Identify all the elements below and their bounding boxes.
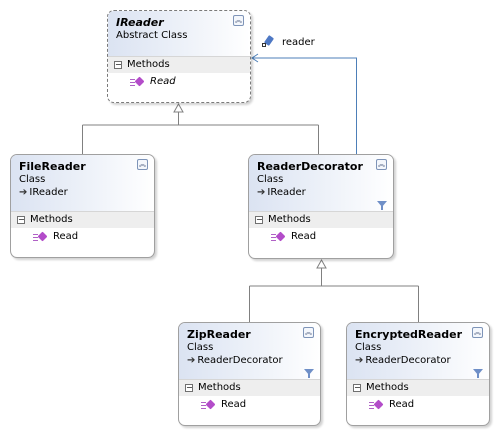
method-icon: [271, 232, 285, 242]
class-base-type: ➔IReader: [19, 187, 148, 199]
association-connector-reader[interactable]: [252, 57, 357, 154]
property-icon: [262, 36, 276, 48]
double-chevron-up-icon[interactable]: ︽: [376, 159, 387, 170]
class-shape-filereader[interactable]: FileReader Class ➔IReader ︽ − Methods Re…: [10, 154, 155, 258]
class-name: IReader: [116, 16, 164, 29]
class-shape-ireader[interactable]: IReader Abstract Class ︽ − Methods Read: [107, 10, 251, 103]
method-icon: [130, 77, 144, 87]
class-kind: Class: [355, 342, 382, 353]
minus-toggle-icon[interactable]: −: [185, 383, 193, 392]
section-title: Methods: [366, 382, 409, 393]
section-title: Methods: [198, 382, 241, 393]
class-kind: Abstract Class: [116, 30, 188, 41]
class-base-type: ➔ReaderDecorator: [187, 355, 314, 367]
class-header: ZipReader Class ➔ReaderDecorator ︽: [179, 323, 320, 379]
method-name: Read: [150, 76, 176, 87]
method-name: Read: [53, 231, 79, 242]
base-type-name: ReaderDecorator: [197, 355, 283, 366]
class-name: FileReader: [19, 160, 86, 173]
section-title: Methods: [127, 59, 170, 70]
inheritance-arrowhead-ireader: [173, 102, 184, 113]
methods-section-header[interactable]: − Methods: [179, 379, 320, 396]
class-name: ZipReader: [187, 328, 251, 341]
method-item[interactable]: Read: [179, 396, 320, 414]
association-arrowhead-reader: [251, 53, 259, 63]
double-chevron-up-icon[interactable]: ︽: [303, 327, 314, 338]
class-name: EncryptedReader: [355, 328, 463, 341]
minus-toggle-icon[interactable]: −: [255, 215, 263, 224]
class-shape-encryptedreader[interactable]: EncryptedReader Class ➔ReaderDecorator ︽…: [346, 322, 490, 426]
method-item[interactable]: Read: [108, 73, 250, 91]
method-icon: [369, 400, 383, 410]
methods-section-header[interactable]: − Methods: [249, 211, 393, 228]
class-base-type: ➔ReaderDecorator: [355, 355, 483, 367]
method-item[interactable]: Read: [249, 228, 393, 246]
class-kind: Class: [19, 174, 46, 185]
class-kind: Class: [257, 174, 284, 185]
methods-section-header[interactable]: − Methods: [347, 379, 489, 396]
methods-section-header[interactable]: − Methods: [11, 211, 154, 228]
method-icon: [201, 400, 215, 410]
method-item[interactable]: Read: [11, 228, 154, 246]
inheritance-arrowhead-readerdecorator: [316, 258, 327, 269]
filter-icon[interactable]: [377, 201, 387, 210]
class-header: IReader Abstract Class ︽: [108, 11, 250, 56]
methods-section-header[interactable]: − Methods: [108, 56, 250, 73]
filter-icon[interactable]: [473, 369, 483, 378]
inheritance-connector-ireader: [82, 104, 319, 154]
inherits-arrow-icon: ➔: [355, 355, 364, 366]
class-header: ReaderDecorator Class ➔IReader ︽: [249, 155, 393, 211]
double-chevron-up-icon[interactable]: ︽: [137, 159, 148, 170]
base-type-name: IReader: [29, 187, 68, 198]
class-header: FileReader Class ➔IReader ︽: [11, 155, 154, 211]
method-name: Read: [389, 399, 415, 410]
double-chevron-up-icon[interactable]: ︽: [472, 327, 483, 338]
minus-toggle-icon[interactable]: −: [114, 60, 122, 69]
section-title: Methods: [268, 214, 311, 225]
minus-toggle-icon[interactable]: −: [353, 383, 361, 392]
inheritance-connector-readerdecorator: [249, 260, 419, 322]
method-icon: [33, 232, 47, 242]
class-name: ReaderDecorator: [257, 160, 363, 173]
inherits-arrow-icon: ➔: [257, 187, 266, 198]
section-title: Methods: [30, 214, 73, 225]
inherits-arrow-icon: ➔: [19, 187, 28, 198]
inherits-arrow-icon: ➔: [187, 355, 196, 366]
method-item[interactable]: Read: [347, 396, 489, 414]
class-kind: Class: [187, 342, 214, 353]
base-type-name: ReaderDecorator: [365, 355, 451, 366]
association-label-reader[interactable]: reader: [262, 36, 315, 48]
minus-toggle-icon[interactable]: −: [17, 215, 25, 224]
base-type-name: IReader: [267, 187, 306, 198]
association-name: reader: [282, 36, 315, 48]
class-shape-zipreader[interactable]: ZipReader Class ➔ReaderDecorator ︽ − Met…: [178, 322, 321, 426]
class-shape-readerdecorator[interactable]: ReaderDecorator Class ➔IReader ︽ − Metho…: [248, 154, 394, 259]
method-name: Read: [291, 231, 317, 242]
method-name: Read: [221, 399, 247, 410]
double-chevron-up-icon[interactable]: ︽: [233, 15, 244, 26]
class-base-type: ➔IReader: [257, 187, 387, 199]
class-header: EncryptedReader Class ➔ReaderDecorator ︽: [347, 323, 489, 379]
filter-icon[interactable]: [304, 369, 314, 378]
